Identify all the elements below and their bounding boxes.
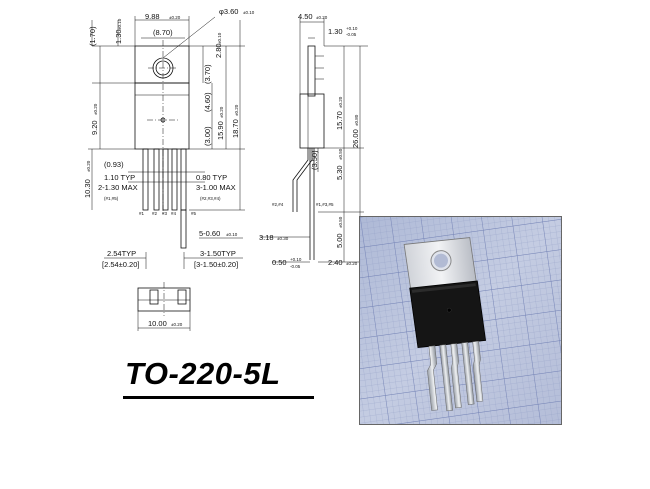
side-lead-t: 0.50 bbox=[272, 258, 287, 267]
side-offset: 3.18 bbox=[259, 233, 274, 242]
lower-ref: (3.00) bbox=[203, 126, 212, 146]
side-tab-t-tol-top: +0.10 bbox=[346, 26, 358, 31]
inner-width: (8.70) bbox=[153, 28, 173, 37]
pin-label-1: #1 bbox=[139, 211, 145, 216]
side-pins-left: #2,#4 bbox=[272, 202, 284, 207]
body-left: 9.20 bbox=[90, 120, 99, 135]
tab-top: 1.30 bbox=[114, 29, 123, 44]
body-height-ref: (4.60) bbox=[203, 92, 212, 112]
overall-tol: ±0.20 bbox=[234, 104, 239, 116]
pitch-a: 2.54TYP bbox=[107, 249, 136, 258]
side-lead-bent bbox=[292, 148, 309, 212]
side-lead-t-tol-bot: -0.05 bbox=[290, 264, 301, 269]
side-thickness-tol: ±0.20 bbox=[316, 15, 328, 20]
side-h1-tol: ±0.20 bbox=[338, 96, 343, 108]
lead-left-tol: ±0.20 bbox=[86, 160, 91, 172]
bottom-view bbox=[137, 282, 191, 331]
max-right-pins: (#2,#3,#4) bbox=[200, 196, 221, 201]
side-bend-ref: (3.50) bbox=[310, 150, 319, 170]
side-h2-tol: ±0.50 bbox=[338, 148, 343, 160]
front-leads bbox=[142, 148, 187, 249]
side-view bbox=[260, 18, 368, 263]
max-left-pins: (#1,#5) bbox=[104, 196, 119, 201]
lead-left: 10.30 bbox=[83, 179, 92, 198]
component-photo bbox=[359, 216, 562, 425]
body-total-tol: ±0.20 bbox=[219, 106, 224, 118]
body-left-tol: ±0.20 bbox=[93, 103, 98, 115]
side-bottom: 2.40 bbox=[328, 258, 343, 267]
pitch-a-detail: [2.54±0.20] bbox=[102, 260, 139, 269]
side-lead-t-tol-top: +0.10 bbox=[290, 257, 302, 262]
body-total: 15.90 bbox=[216, 121, 225, 140]
side-body bbox=[299, 93, 325, 149]
side-tab-t-tol-bot: -0.05 bbox=[346, 32, 357, 37]
tab-top-tol: ±0.10 bbox=[117, 18, 122, 30]
left-top-ref: (1.70) bbox=[88, 26, 97, 46]
transistor bbox=[403, 237, 487, 412]
hole-tol: ±0.10 bbox=[243, 10, 255, 15]
tab-height-ref: (3.70) bbox=[203, 64, 212, 84]
tab-right-tol: ±0.10 bbox=[217, 32, 222, 44]
title-underline bbox=[123, 396, 314, 399]
lead-pitch-ref: (0.93) bbox=[104, 160, 124, 169]
bottom-width: 10.00 bbox=[148, 319, 167, 328]
side-bottom-tol: ±0.20 bbox=[346, 261, 358, 266]
front-body-outline bbox=[134, 82, 190, 150]
pin-label-2: #2 bbox=[152, 211, 158, 216]
side-h2: 5.30 bbox=[335, 165, 344, 180]
pin-label-3: #3 bbox=[162, 211, 168, 216]
lead-radius: 5-0.60 bbox=[199, 229, 220, 238]
pin-label-4: #4 bbox=[171, 211, 177, 216]
lead-width-1: 1.10 TYP bbox=[104, 173, 135, 182]
side-total-tol: ±0.80 bbox=[354, 114, 359, 126]
overall-height: 18.70 bbox=[231, 119, 240, 138]
pitch-b: 3-1.50TYP bbox=[200, 249, 236, 258]
front-view bbox=[88, 16, 245, 269]
side-h3: 5.00 bbox=[335, 233, 344, 248]
side-thickness: 4.50 bbox=[298, 12, 313, 21]
side-h1: 15.70 bbox=[335, 111, 344, 130]
max-left: 2-1.30 MAX bbox=[98, 183, 138, 192]
side-tab bbox=[307, 45, 316, 97]
side-h3-tol: ±0.50 bbox=[338, 216, 343, 228]
side-offset-tol: ±0.30 bbox=[277, 236, 289, 241]
side-tab-t: 1.30 bbox=[328, 27, 343, 36]
lead-width-2: 0.80 TYP bbox=[196, 173, 227, 182]
max-right: 3-1.00 MAX bbox=[196, 183, 236, 192]
hole-diameter: φ3.60 bbox=[219, 7, 238, 16]
pitch-b-detail: [3-1.50±0.20] bbox=[194, 260, 238, 269]
top-width-tol: ±0.20 bbox=[169, 15, 181, 20]
side-total: 26.00 bbox=[351, 129, 360, 148]
tab-right: 2.80 bbox=[214, 43, 223, 58]
black-body bbox=[409, 280, 487, 348]
lead-radius-tol: ±0.10 bbox=[226, 232, 238, 237]
top-width: 9.88 bbox=[145, 12, 160, 21]
pin-label-5: #5 bbox=[191, 211, 197, 216]
component-photo-drawing bbox=[360, 217, 561, 424]
front-tab-outline bbox=[134, 45, 190, 84]
package-title: TO-220-5L bbox=[125, 356, 281, 391]
side-pins-right: #1,#3,#5 bbox=[316, 202, 334, 207]
photo-leads bbox=[427, 340, 484, 412]
bottom-width-tol: ±0.20 bbox=[171, 322, 183, 327]
